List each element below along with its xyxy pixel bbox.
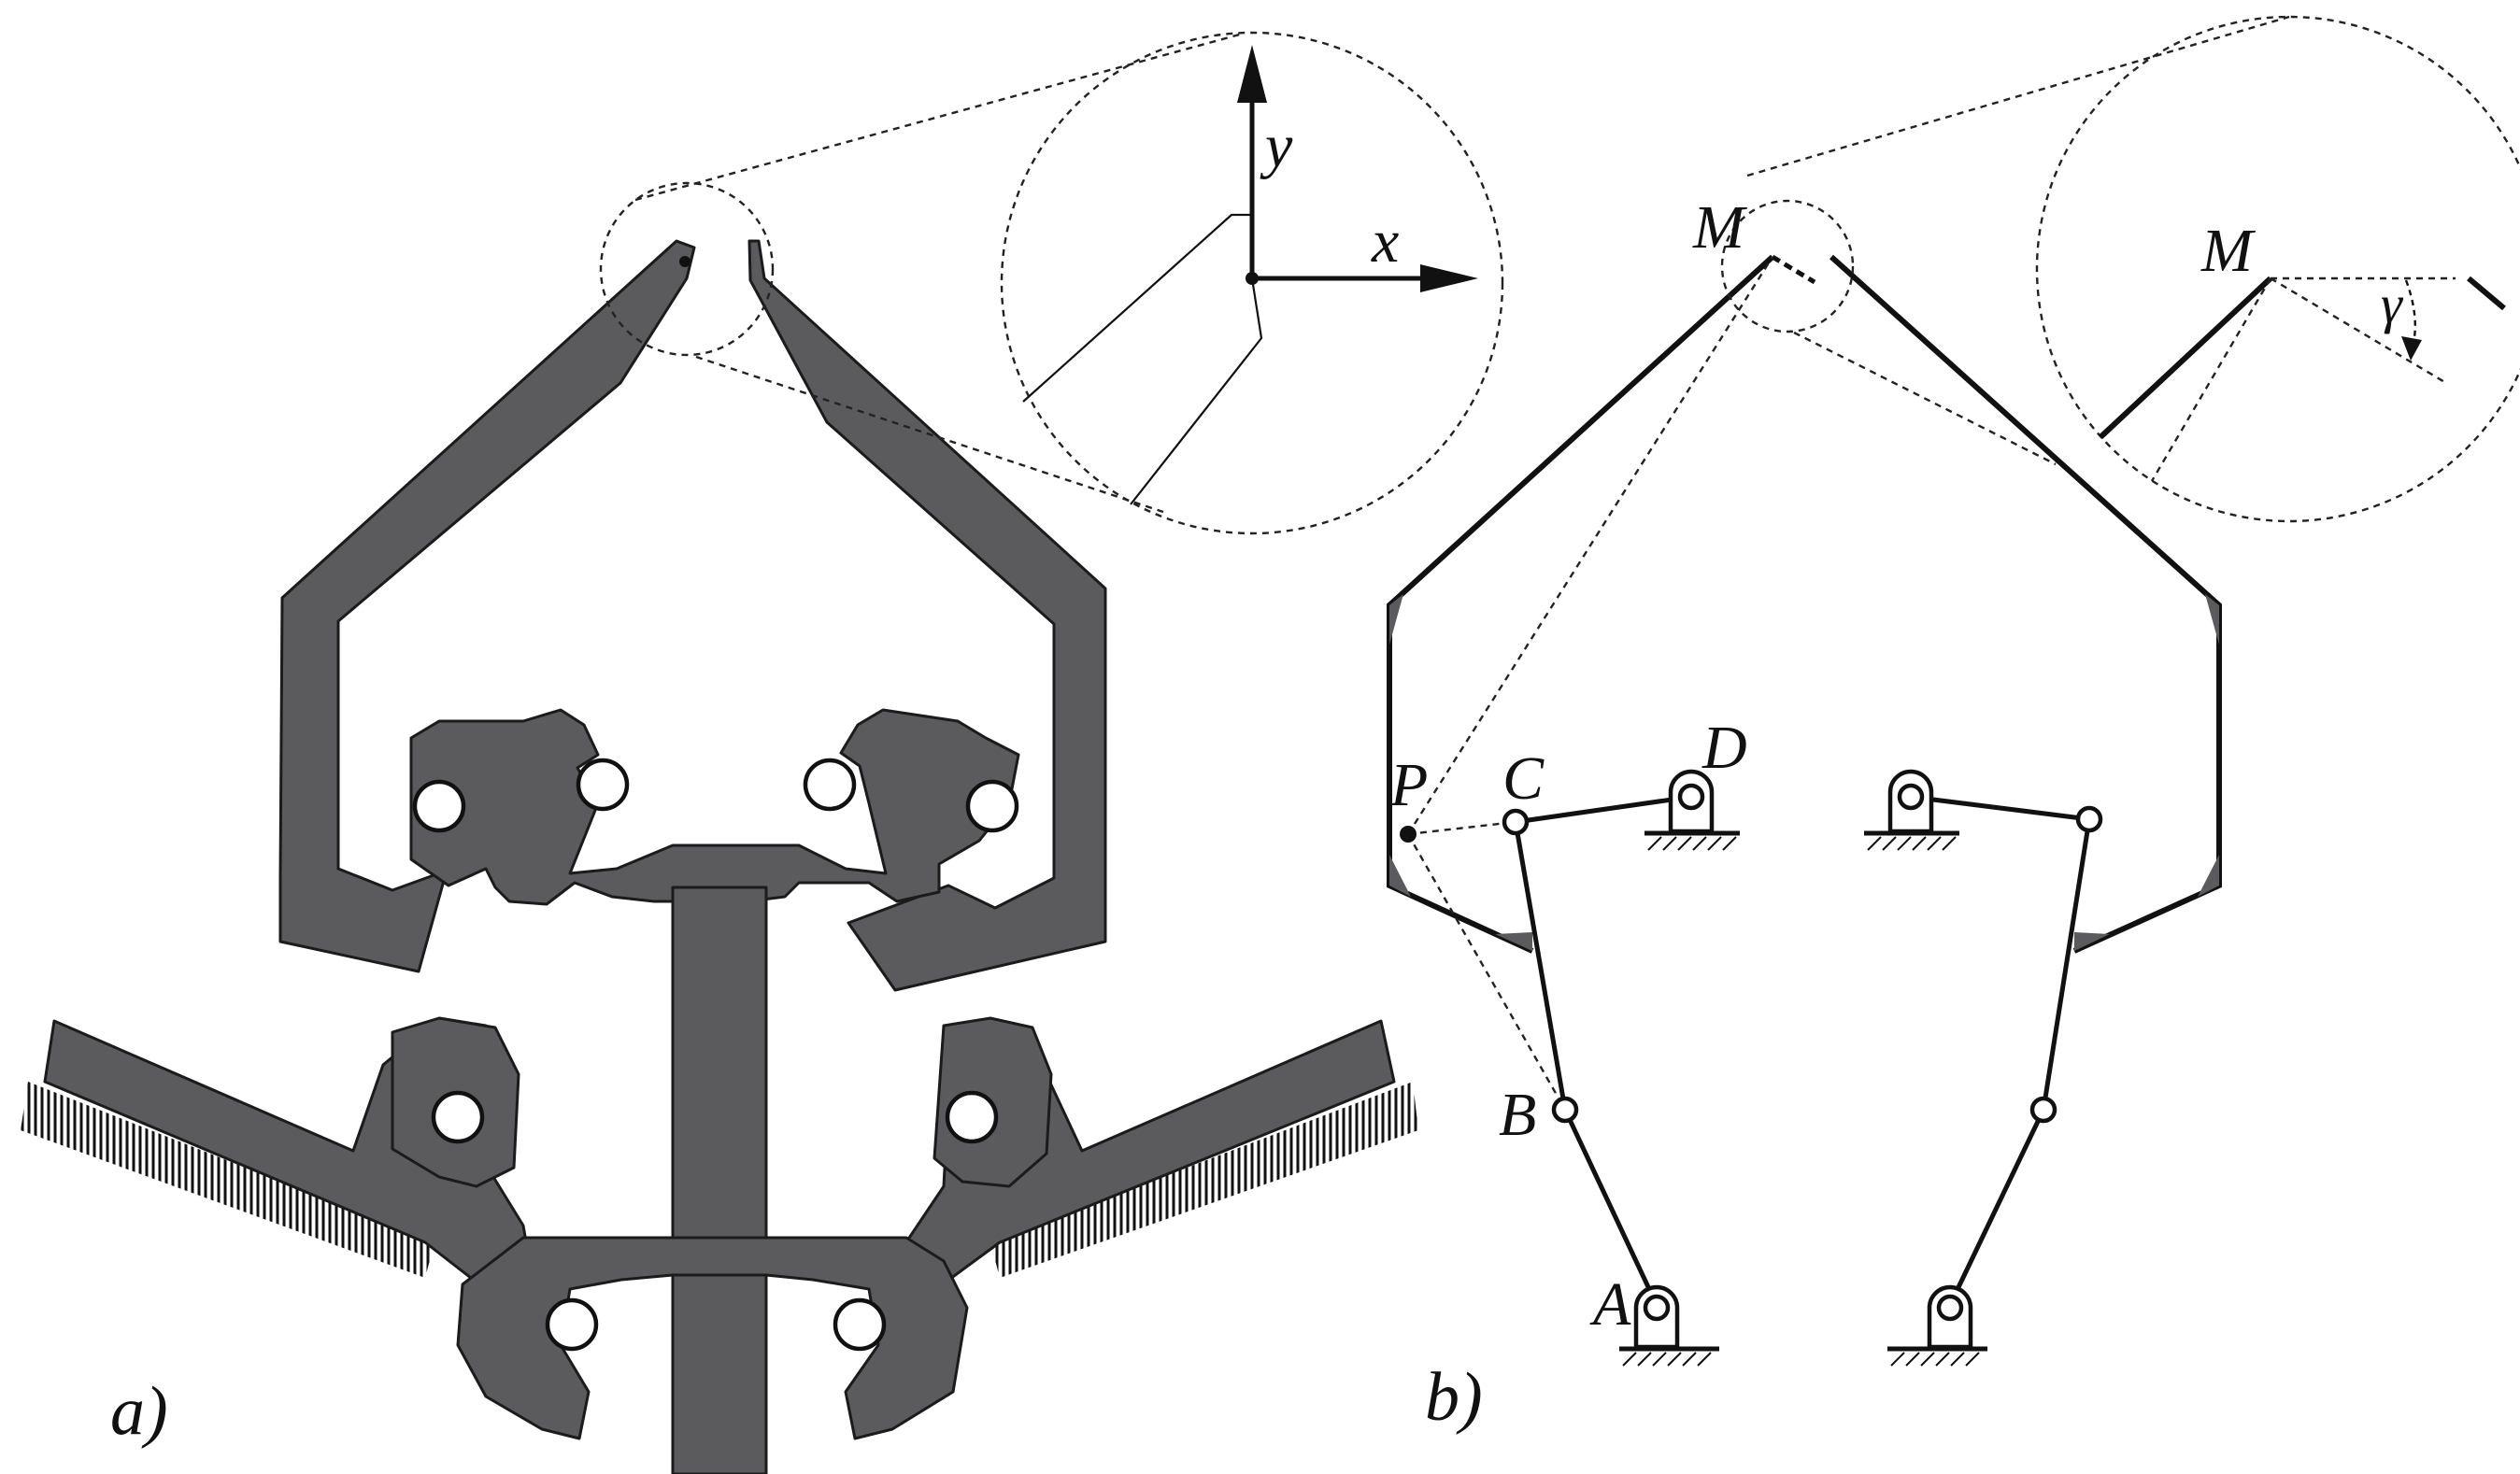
zoom-jaw-outline — [1022, 213, 1263, 505]
ground-support-right-bottom — [1887, 1284, 1987, 1367]
y-axis-label: y — [1260, 112, 1293, 180]
link-right-bottom — [1947, 1107, 2046, 1308]
x-axis-label: x — [1371, 207, 1399, 276]
line-P-M — [1406, 256, 1774, 835]
zoom-angle-ref — [2270, 276, 2447, 385]
panel-a-label: a) — [110, 1373, 168, 1450]
hole-base-1 — [545, 1297, 599, 1352]
bottom-crossbar — [456, 1236, 969, 1440]
zoom-leader-top-b — [1746, 15, 2290, 177]
zoom-leader-bottom-b — [1793, 331, 2057, 466]
joint-right-bottom-ground — [1936, 1294, 1964, 1322]
hole-base-2 — [833, 1297, 887, 1352]
corner-fill-5 — [2198, 855, 2219, 897]
label-B: B — [1499, 1081, 1536, 1149]
label-A: A — [1589, 1270, 1631, 1339]
zoom-detail-circle-b — [2035, 15, 2520, 523]
panel-b-kinematic-scheme: M M γ P C D B A b) — [1387, 15, 2520, 1436]
line-P-C — [1407, 820, 1516, 836]
jaw-tip-dashed — [1771, 254, 1816, 285]
point-P — [1400, 826, 1417, 843]
link-BA — [1562, 1107, 1659, 1308]
central-stem-lower — [671, 1273, 768, 1474]
line-P-B — [1406, 833, 1567, 1111]
label-M-zoom: M — [2200, 217, 2257, 285]
hole-head-1 — [412, 779, 466, 833]
joint-A — [1643, 1294, 1671, 1322]
joint-D — [1677, 783, 1705, 811]
link-CB — [1513, 819, 1568, 1113]
corner-fill-2 — [1389, 855, 1411, 897]
zoom-source-circle — [599, 181, 775, 357]
head-flexures — [409, 708, 1020, 906]
corner-fill-3 — [1495, 932, 1532, 951]
hole-head-4 — [965, 779, 1019, 833]
corner-fill-4 — [2205, 594, 2219, 645]
label-C: C — [1502, 744, 1545, 813]
x-axis-arrow — [1420, 264, 1478, 292]
zoom-detail-circle — [1000, 31, 1504, 535]
left-jaw-arm — [278, 239, 696, 973]
origin-point — [1246, 272, 1259, 285]
right-frame — [1829, 254, 2222, 954]
label-gamma: γ — [2381, 274, 2404, 334]
left-frame — [1387, 254, 1775, 954]
hole-head-2 — [576, 758, 630, 812]
joint-B — [1551, 1096, 1579, 1124]
panel-a-gripper: y x a) — [21, 31, 1504, 1474]
link-right-mid — [2041, 816, 2092, 1113]
label-D: D — [1701, 714, 1747, 782]
joint-right-top — [2075, 805, 2103, 833]
hole-mid-1 — [431, 1090, 485, 1144]
zoom-jaw-right — [2467, 276, 2506, 311]
panel-b-label: b) — [1425, 1359, 1483, 1436]
joint-C — [1502, 808, 1530, 836]
right-jaw-arm — [747, 239, 1107, 992]
corner-fill-6 — [2074, 932, 2110, 951]
central-stem — [671, 886, 768, 1240]
ground-support-right-top — [1864, 769, 1959, 851]
y-axis-arrow — [1237, 45, 1267, 103]
zoom-jaw-left — [2098, 276, 2273, 440]
flexure-holes — [412, 758, 1019, 1352]
hole-mid-2 — [945, 1090, 999, 1144]
jaw-tip-point — [679, 256, 691, 267]
zoom-leader-top — [634, 32, 1244, 202]
label-M: M — [1692, 193, 1748, 262]
label-P: P — [1389, 751, 1428, 819]
bristles-left — [21, 1082, 434, 1278]
bristles-right — [990, 1082, 1418, 1278]
ground-support-D — [1644, 769, 1740, 851]
corner-fill-1 — [1389, 594, 1403, 645]
joint-right-mid — [2029, 1096, 2057, 1124]
gamma-arrow — [2401, 336, 2422, 361]
ground-support-A — [1619, 1284, 1719, 1367]
link-right-top — [1908, 794, 2092, 822]
link-CD — [1513, 794, 1694, 825]
coordinate-axes: y x — [1237, 45, 1478, 292]
joint-right-top-ground — [1897, 783, 1925, 811]
zoom-source-circle-b — [1720, 199, 1855, 333]
hole-head-3 — [803, 758, 857, 812]
zoom-leader-bottom — [695, 355, 1164, 514]
zoom-line-to-P — [2150, 277, 2272, 482]
